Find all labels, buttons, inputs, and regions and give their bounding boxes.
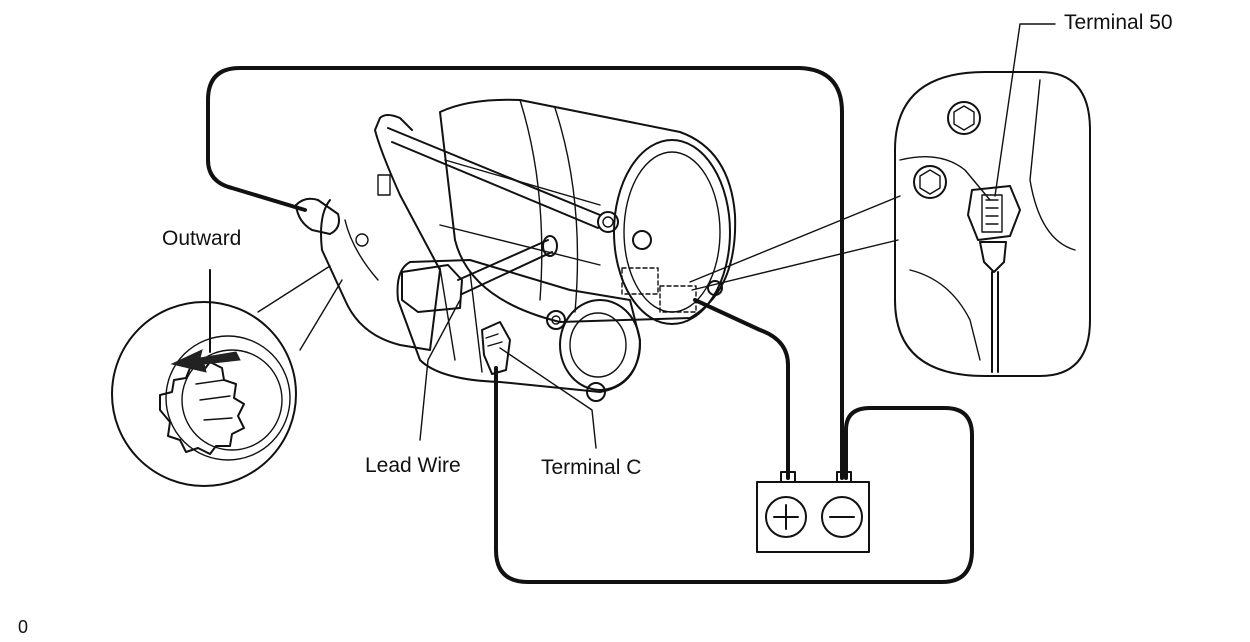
lead-wire-label: Lead Wire — [365, 454, 461, 477]
outward-label: Outward — [162, 227, 242, 250]
outward-arrow-icon — [170, 349, 241, 373]
terminal-50-detail-view — [894, 23, 1091, 377]
terminal-c-leader — [499, 347, 597, 449]
lead-wire-leader — [419, 299, 461, 441]
negative-ground-loop — [494, 366, 974, 584]
terminal-50-callout-lines — [689, 195, 901, 291]
battery — [756, 471, 870, 553]
figure-code: 0 — [18, 617, 29, 637]
negative-lead-wire — [206, 66, 844, 480]
positive-lead-wire — [693, 298, 790, 480]
battery-negative-terminal-icon — [821, 496, 863, 538]
starter-motor — [295, 98, 737, 402]
terminal-c-label: Terminal C — [541, 456, 642, 479]
terminal-50-label: Terminal 50 — [1064, 11, 1173, 34]
battery-positive-terminal-icon — [765, 496, 807, 538]
pinion-detail-view — [111, 265, 343, 487]
